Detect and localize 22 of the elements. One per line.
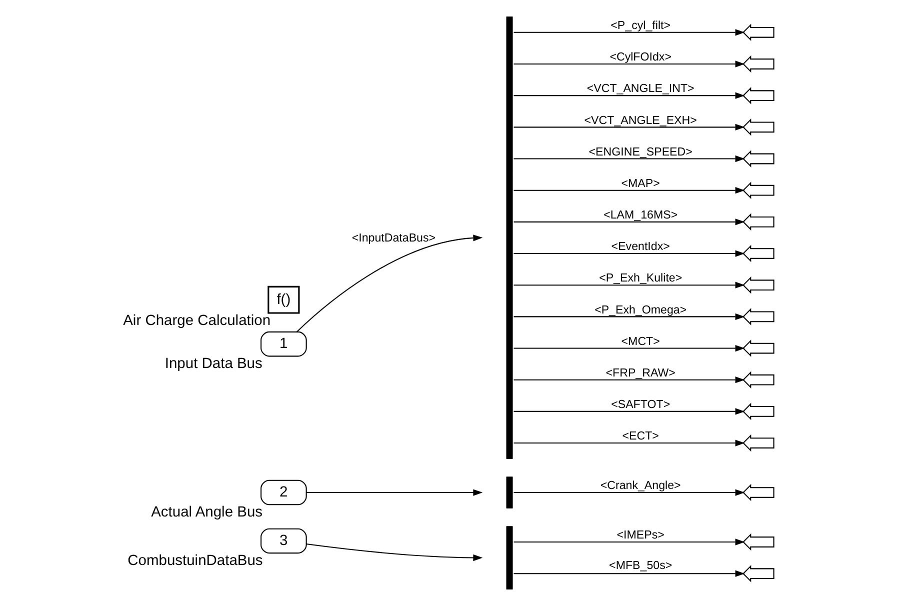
edge-label: <VCT_ANGLE_EXH> bbox=[584, 114, 696, 127]
node-label: Input Data Bus bbox=[164, 356, 262, 372]
edge-label: <SAFTOT> bbox=[610, 399, 670, 412]
edge-label: <P_cyl_filt> bbox=[610, 20, 670, 32]
edge-label: <P_Exh_Kulite> bbox=[598, 272, 682, 285]
edge-label: <LAM_16MS> bbox=[603, 210, 678, 222]
node-label: Air Charge Calculation bbox=[122, 312, 270, 329]
edge-label: <MAP> bbox=[620, 178, 660, 190]
edge-label: <MFB_50s> bbox=[608, 560, 672, 572]
edge-label: <Crank_Angle> bbox=[600, 480, 680, 492]
edge-label: <ECT> bbox=[622, 430, 658, 443]
edge-label: <MCT> bbox=[620, 336, 660, 348]
edge-label: <EventIdx> bbox=[610, 241, 670, 254]
edge-label: <IMEPs> bbox=[616, 530, 664, 542]
edge-label: <ENGINE_SPEED> bbox=[588, 146, 692, 158]
edge-label: <FRP_RAW> bbox=[605, 367, 675, 380]
edge-label: <CylFOIdx> bbox=[609, 52, 671, 64]
edge-label: <P_Exh_Omega> bbox=[594, 304, 686, 316]
edge-label: <VCT_ANGLE_INT> bbox=[586, 83, 694, 96]
node-label: CombustuinDataBus bbox=[127, 552, 262, 569]
edge-label: <InputDataBus> bbox=[351, 232, 436, 245]
node-label: Actual Angle Bus bbox=[150, 504, 262, 520]
